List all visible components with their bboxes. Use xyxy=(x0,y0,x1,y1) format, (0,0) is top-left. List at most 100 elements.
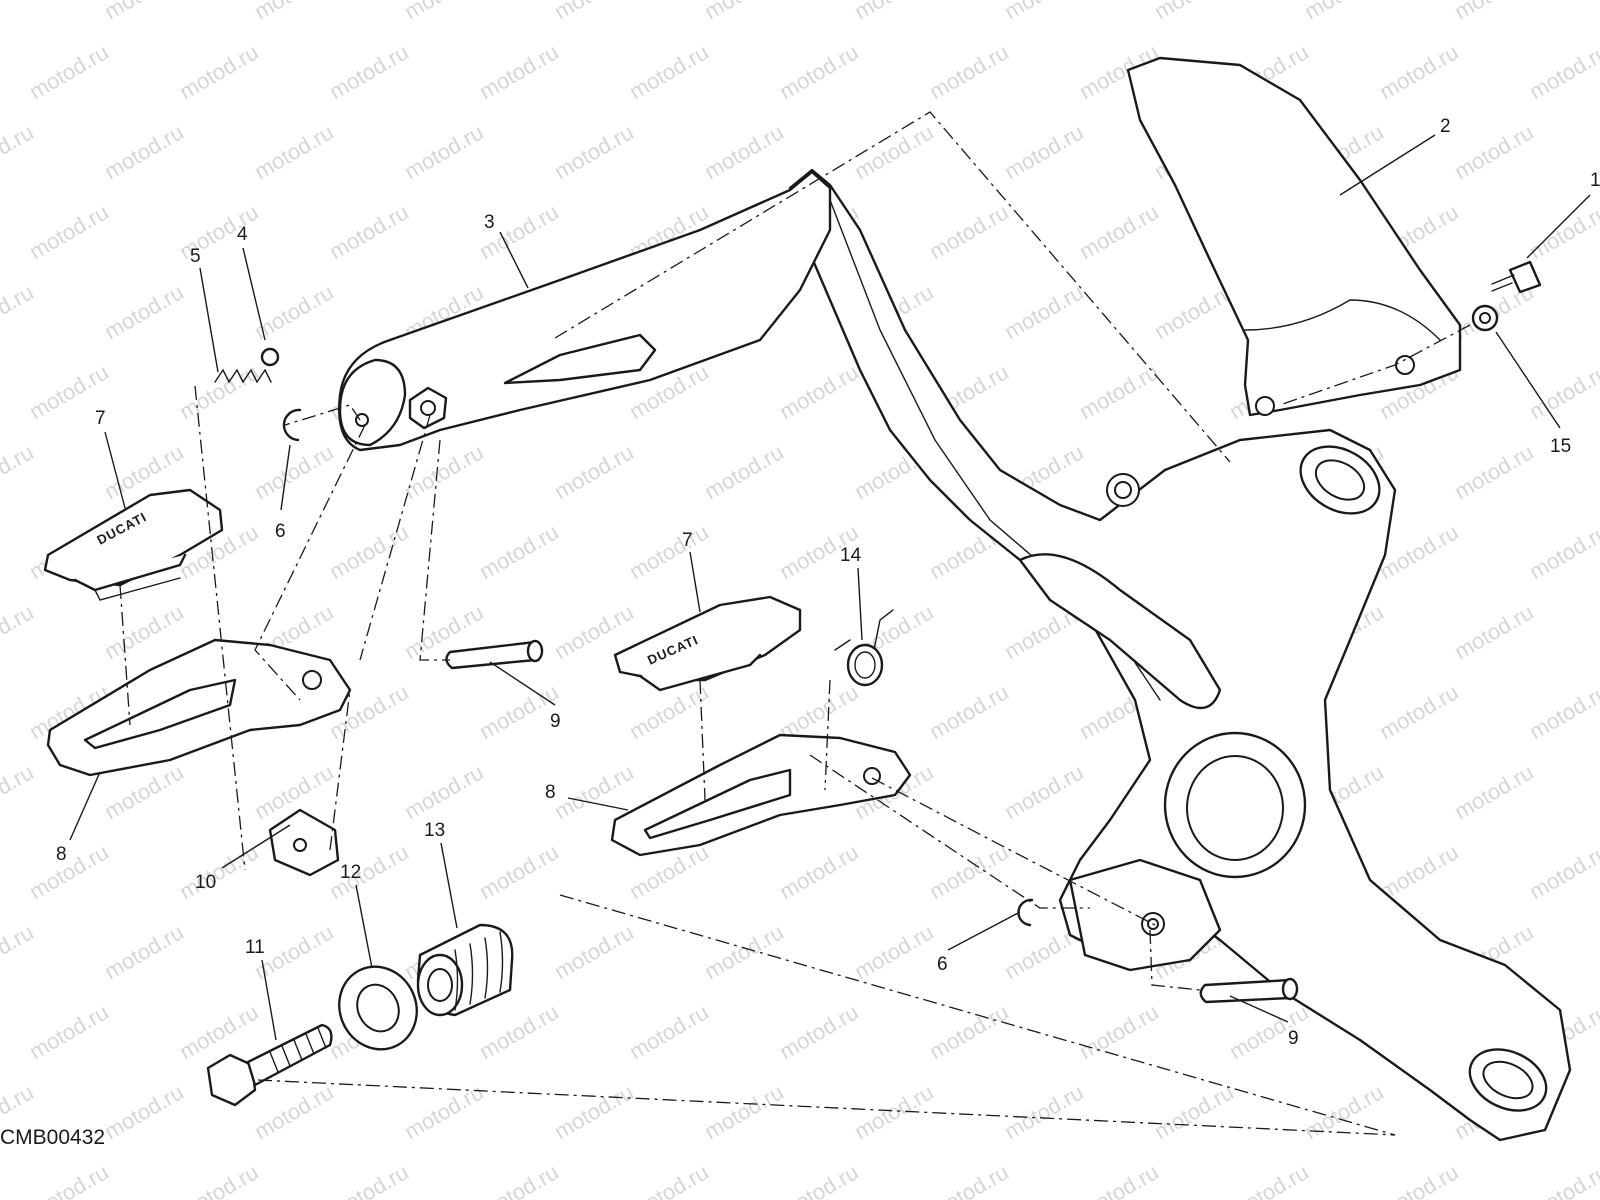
watermark-text: motod.ru xyxy=(250,0,338,24)
threaded-bush xyxy=(416,923,514,1017)
footpeg-left xyxy=(46,638,352,777)
callout-7-right: 7 xyxy=(682,530,693,551)
watermark-text: motod.ru xyxy=(400,119,488,184)
torsion-spring xyxy=(834,609,894,687)
watermark-text: motod.ru xyxy=(1375,1159,1463,1200)
watermark-text: motod.ru xyxy=(1525,679,1600,744)
watermark-text: motod.ru xyxy=(250,1079,338,1144)
footpeg-right xyxy=(610,733,912,857)
callout-9-left: 9 xyxy=(550,711,561,732)
watermark-text: motod.ru xyxy=(1075,199,1163,264)
watermark-text: motod.ru xyxy=(400,759,488,824)
watermark-text: motod.ru xyxy=(325,519,413,584)
screw-heel-guard xyxy=(1491,260,1542,294)
leader-lines xyxy=(69,134,1591,1041)
watermark-text: motod.ru xyxy=(100,1079,188,1144)
watermark-text: motod.ru xyxy=(550,0,638,24)
lock-washer xyxy=(1471,304,1499,332)
circlip-upper xyxy=(282,408,302,442)
watermark-text: motod.ru xyxy=(550,919,638,984)
watermark-text: motod.ru xyxy=(0,599,38,664)
watermark-text: motod.ru xyxy=(1150,1079,1238,1144)
watermark-text: motod.ru xyxy=(850,919,938,984)
ring-nut xyxy=(338,965,418,1051)
watermark-text: motod.ru xyxy=(475,999,563,1064)
watermark-text: motod.ru xyxy=(1225,999,1313,1064)
watermark-text: motod.ru xyxy=(1450,0,1538,24)
callout-13: 13 xyxy=(424,820,445,841)
mounting-bolt xyxy=(206,1023,333,1107)
watermark-text: motod.ru xyxy=(1525,839,1600,904)
callout-11: 11 xyxy=(245,937,265,958)
watermark-text: motod.ru xyxy=(850,0,938,24)
callout-8-right: 8 xyxy=(545,782,556,803)
watermark-text: motod.ru xyxy=(325,839,413,904)
callout-9-right: 9 xyxy=(1288,1028,1299,1049)
watermark-text: motod.ru xyxy=(1000,279,1088,344)
watermark-text: motod.ru xyxy=(100,279,188,344)
callout-15: 15 xyxy=(1550,436,1571,457)
assembly-axis-lines xyxy=(119,111,1471,1136)
watermark-text: motod.ru xyxy=(625,679,713,744)
watermark-text: motod.ru xyxy=(175,199,263,264)
footpeg-bracket xyxy=(788,168,1572,1142)
callout-5: 5 xyxy=(190,246,201,267)
watermark-text: motod.ru xyxy=(700,0,788,24)
watermark-text: motod.ru xyxy=(0,279,38,344)
watermark-text: motod.ru xyxy=(550,1079,638,1144)
callout-12: 12 xyxy=(340,862,361,883)
watermark-text: motod.ru xyxy=(625,999,713,1064)
watermark-text: motod.ru xyxy=(400,0,488,24)
watermark-text: motod.ru xyxy=(175,999,263,1064)
watermark-text: motod.ru xyxy=(400,1079,488,1144)
watermark-text: motod.ru xyxy=(100,919,188,984)
callout-10: 10 xyxy=(195,872,216,893)
detent-spring xyxy=(214,368,272,384)
watermark-text: motod.ru xyxy=(25,199,113,264)
watermark-text: motod.ru xyxy=(250,439,338,504)
watermark-text: motod.ru xyxy=(625,519,713,584)
watermark-text: motod.ru xyxy=(175,359,263,424)
callout-4: 4 xyxy=(237,224,248,245)
callout-14: 14 xyxy=(840,545,862,566)
watermark-text: motod.ru xyxy=(100,119,188,184)
heel-guard xyxy=(1126,56,1462,417)
callout-6-lower: 6 xyxy=(937,954,948,975)
watermark-text: motod.ru xyxy=(700,919,788,984)
watermark-text: motod.ru xyxy=(475,39,563,104)
callout-7-left: 7 xyxy=(95,408,106,429)
watermark-text: motod.ru xyxy=(1375,679,1463,744)
callout-8-left: 8 xyxy=(56,844,67,865)
watermark-text: motod.ru xyxy=(0,439,38,504)
watermark-text: motod.ru xyxy=(775,1159,863,1200)
pin-right xyxy=(1199,977,1299,1004)
callout-2: 2 xyxy=(1440,116,1451,137)
watermark-text: motod.ru xyxy=(1525,519,1600,584)
callout-3: 3 xyxy=(484,212,495,233)
watermark-text: motod.ru xyxy=(325,39,413,104)
watermark-text: motod.ru xyxy=(1525,199,1600,264)
watermark-text: motod.ru xyxy=(0,119,38,184)
circlip-lower xyxy=(1017,898,1034,927)
watermark-text: motod.ru xyxy=(325,199,413,264)
footpeg-rubber-right: DUCATI xyxy=(613,595,802,692)
watermark-text: motod.ru xyxy=(1000,0,1088,24)
watermark-text: motod.ru xyxy=(100,599,188,664)
watermark-text: motod.ru xyxy=(700,1079,788,1144)
watermark-text: motod.ru xyxy=(925,1159,1013,1200)
watermark-text: motod.ru xyxy=(1000,759,1088,824)
drawing-code: CMB00432 xyxy=(0,1126,106,1149)
watermark-text: motod.ru xyxy=(1075,1159,1163,1200)
watermark-text: motod.ru xyxy=(700,119,788,184)
watermark-text: motod.ru xyxy=(475,839,563,904)
watermark-text: motod.ru xyxy=(100,0,188,24)
watermark-text: motod.ru xyxy=(25,1159,113,1200)
watermark-text: motod.ru xyxy=(925,679,1013,744)
callout-6-upper: 6 xyxy=(275,521,286,542)
watermark-text: motod.ru xyxy=(925,199,1013,264)
upper-bracket-arm xyxy=(338,170,832,452)
watermark-text: motod.ru xyxy=(925,999,1013,1064)
watermark-text: motod.ru xyxy=(1525,39,1600,104)
watermark-text: motod.ru xyxy=(1000,1079,1088,1144)
watermark-text: motod.ru xyxy=(1450,599,1538,664)
